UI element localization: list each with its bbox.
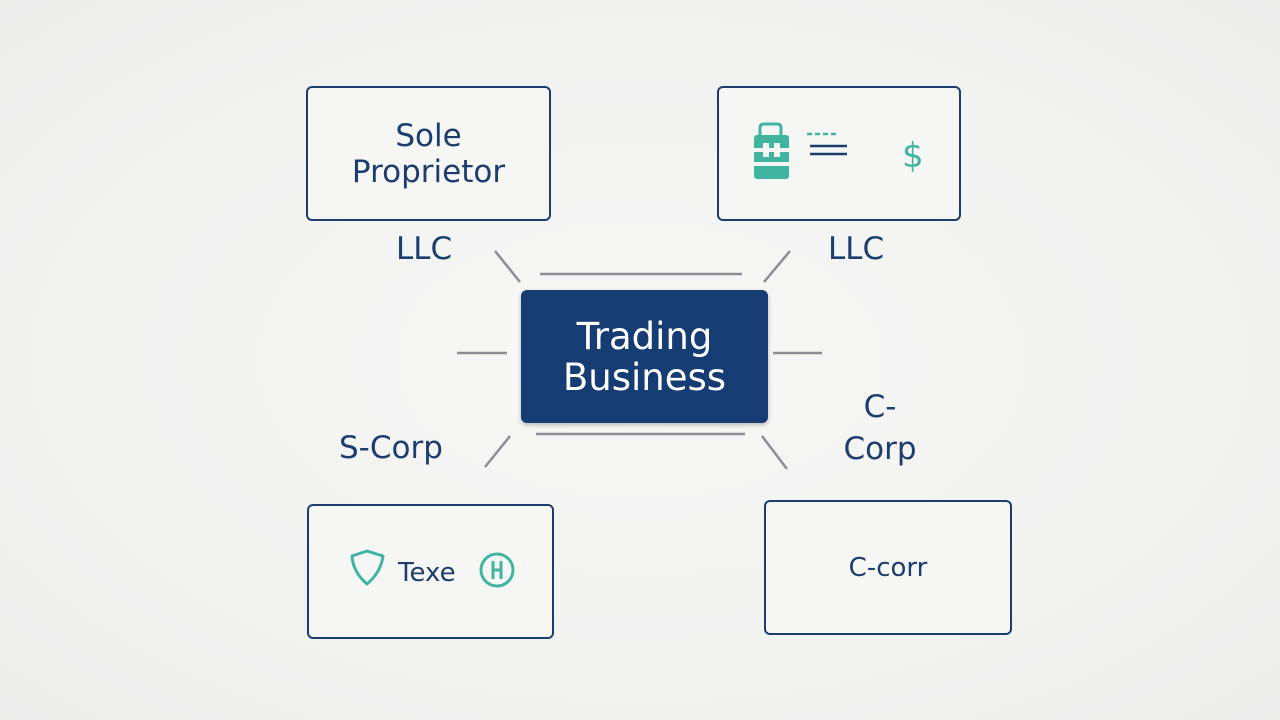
label-llc-right: LLC xyxy=(828,231,885,267)
trading-business-line1: Trading xyxy=(576,314,713,358)
s-corp-icon-group xyxy=(350,549,515,588)
trading-business-box: Trading Business xyxy=(521,290,768,423)
sole-proprietor-box: Sole Proprietor xyxy=(306,86,551,221)
connector-bottom-right xyxy=(761,435,788,470)
label-llc-left: LLC xyxy=(396,231,453,267)
sole-proprietor-text: Sole Proprietor xyxy=(352,118,505,190)
label-c-corp-line1: C- xyxy=(863,389,897,425)
text-lines-icon xyxy=(807,132,847,156)
llc-icon-group xyxy=(754,122,847,179)
label-s-corp: S-Corp xyxy=(339,430,443,466)
llc-icon-box: $ xyxy=(717,86,961,221)
clock-icon xyxy=(479,552,515,588)
s-corp-box: Texe xyxy=(307,504,554,639)
c-corp-box-text: C-corr xyxy=(848,552,928,583)
shield-icon xyxy=(350,549,385,586)
sole-proprietor-line1: Sole xyxy=(395,117,462,154)
dollar-icon: $ xyxy=(902,136,924,176)
sole-proprietor-line2: Proprietor xyxy=(351,153,506,190)
label-c-corp-line2: Corp xyxy=(843,431,917,467)
label-c-corp: C- Corp xyxy=(840,386,920,470)
connector-top-left xyxy=(494,250,521,283)
connector-bottom-left xyxy=(484,435,511,468)
c-corp-box: C-corr xyxy=(764,500,1012,635)
trading-business-line2: Business xyxy=(562,355,727,399)
connector-top-right xyxy=(763,250,791,283)
briefcase-icon xyxy=(754,122,789,179)
s-corp-box-text: Texe xyxy=(398,558,456,588)
